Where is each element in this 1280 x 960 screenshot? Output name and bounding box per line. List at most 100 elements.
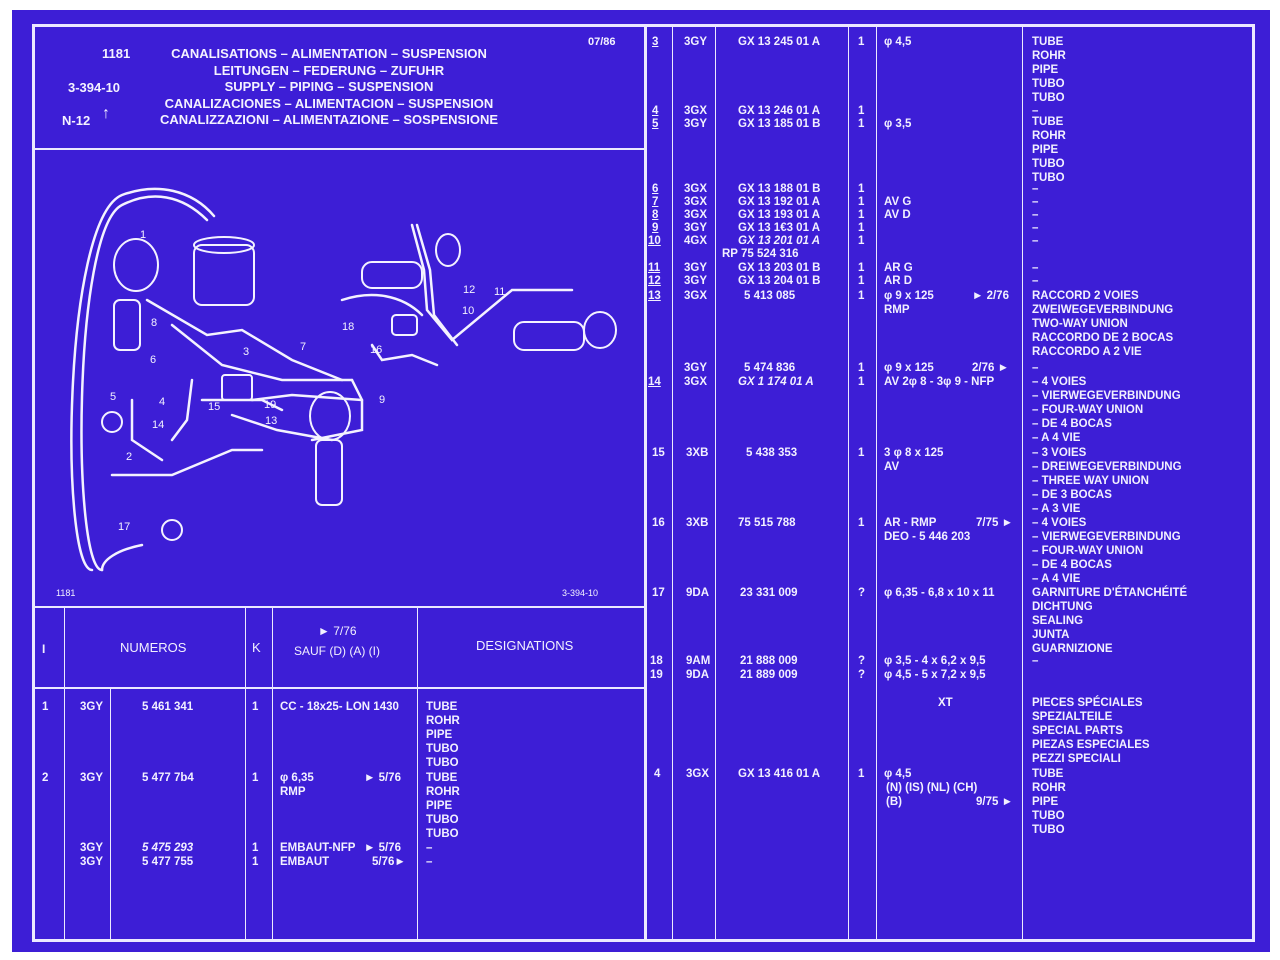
desc-line: JUNTA [1032,629,1070,641]
family-cell: 3GY [80,701,104,713]
cylinder-rear-icon [435,233,461,267]
spec2-cell: (N) (IS) (NL) (CH) [886,782,978,794]
number-cell: GX 13 246 01 A [738,105,821,117]
desc-line: – 4 VOIES [1032,376,1087,388]
item-cell: 12 [648,275,661,287]
desc-line: – 3 VOIES [1032,447,1087,459]
number-cell: 5 438 353 [746,447,798,459]
family-cell: 9DA [686,587,710,599]
spec-cell: φ 4,5 [884,768,912,780]
frame-bottom [32,939,1255,942]
qty-cell: 1 [858,517,865,529]
spec-cell: φ 6,35 - 6,8 x 10 x 11 [884,587,995,599]
desc-line: TUBE [1032,36,1064,48]
desc-cell: GARNITURE D'ÉTANCHÉITÉ DICHTUNG SEALING … [1032,586,1187,656]
spec-cell: φ 9 x 125 [884,362,934,374]
item-cell: 13 [648,290,661,302]
desc-line: RACCORDO A 2 VIE [1032,346,1142,358]
desc-cell: TUBE ROHR PIPE TUBO TUBO [1032,767,1066,837]
item-cell: 8 [652,209,659,221]
spec-cell: AR G [884,262,913,274]
header-item: I [42,642,46,656]
desc-line: – DE 4 BOCAS [1032,418,1112,430]
valve-icon [221,374,253,401]
number-cell: 23 331 009 [740,587,798,599]
qty-cell: 1 [858,275,865,287]
family-cell: 3GY [80,842,104,854]
title-en: SUPPLY – PIPING – SUSPENSION [224,79,434,94]
family-cell: 9AM [686,655,711,667]
desc-line: – A 3 VIE [1032,503,1081,515]
col-rule [245,608,246,939]
family-cell: 3GY [684,118,708,130]
number-cell: 21 888 009 [740,655,798,667]
callout-11: 11 [494,286,505,298]
header-divider [32,687,644,689]
family-cell: 3GY [684,362,708,374]
callout-13: 13 [265,415,277,427]
title-de: LEITUNGEN – FEDERUNG – ZUFUHR [213,62,445,78]
desc-line: PIEZAS ESPECIALES [1032,739,1150,751]
desc-cell: PIECES SPÉCIALES SPEZIALTEILE SPECIAL PA… [1032,696,1150,766]
number-cell: GX 1 174 01 A [738,376,814,388]
desc-line: TUBE [1032,768,1064,780]
spec-cell: φ 3,5 - 4 x 6,2 x 9,5 [884,655,986,667]
callout-1: 1 [140,229,146,241]
spec3-cell: (B) [886,796,902,808]
fitting-icon [161,519,183,541]
desc-cell: – 3 VOIES – DREIWEGEVERBINDUNG – THREE W… [1032,446,1182,516]
callout-4: 4 [159,396,165,408]
desc-line: – [1032,196,1039,208]
col-rule [848,24,849,942]
callout-15: 15 [208,401,220,413]
number-cell: 5 477 755 [142,856,194,868]
spec-cell: AV 2φ 8 - 3φ 9 - NFP [884,376,995,388]
page-number: 1181 [102,46,131,61]
desc-line: TWO-WAY UNION [1032,318,1128,330]
spec-cell: EMBAUT [280,856,330,868]
number-cell: GX 13 416 01 A [738,768,821,780]
group-code: N-12 [62,113,91,128]
spec-mark-cell: 5/76► [372,856,406,868]
qty-cell: 1 [858,362,865,374]
item-cell: 11 [648,262,661,274]
qty-cell: 1 [858,222,865,234]
desc-line: TUBE [1032,116,1064,128]
item-cell: 17 [652,587,665,599]
family-cell: 9DA [686,669,710,681]
callout-3: 3 [243,346,249,358]
exploded-diagram: 1 2 3 4 5 6 7 8 9 10 11 12 13 14 15 16 1… [56,187,617,598]
item-cell: 7 [652,196,659,208]
page-ref: 3-394-10 [68,80,121,95]
desc-line: RACCORD 2 VOIES [1032,290,1139,302]
sphere-front-right-icon [309,391,351,441]
desc-cell: TUBE ROHR PIPE TUBO TUBO [426,700,460,770]
callout-6: 6 [150,354,156,366]
callout-2: 2 [126,451,132,463]
col-rule [876,24,877,942]
item-cell: 16 [652,517,665,529]
desc-line: TUBO [1032,78,1065,90]
desc-cell: – 4 VOIES – VIERWEGEVERBINDUNG – FOUR-WA… [1032,375,1181,445]
qty-cell: 1 [858,183,865,195]
desc-line: – 4 VOIES [1032,517,1087,529]
desc-line: PIPE [1032,144,1059,156]
qty-cell: 1 [858,262,865,274]
desc-line: – FOUR-WAY UNION [1032,404,1144,416]
spec-cell: AV G [884,196,912,208]
diagram-caption-right: 3-394-10 [562,588,598,598]
header-designations: DESIGNATIONS [476,638,574,653]
title-block: CANALISATIONS – ALIMENTATION – SUSPENSIO… [124,46,534,129]
desc-line: TUBO [426,743,459,755]
number-cell: 5 461 341 [142,701,194,713]
family-cell: 3XB [686,447,709,459]
desc-line: – A 4 VIE [1032,573,1081,585]
spec-mark-cell: ► 5/76 [364,772,401,784]
desc-line: PIPE [1032,64,1059,76]
desc-line: – [1032,275,1039,287]
qty-cell: 1 [858,118,865,130]
family-cell: 3GY [80,856,104,868]
desc-line: ZWEIWEGEVERBINDUNG [1032,304,1174,316]
spec-cell: AR - RMP [884,517,937,529]
desc-line: ROHR [1032,50,1066,62]
